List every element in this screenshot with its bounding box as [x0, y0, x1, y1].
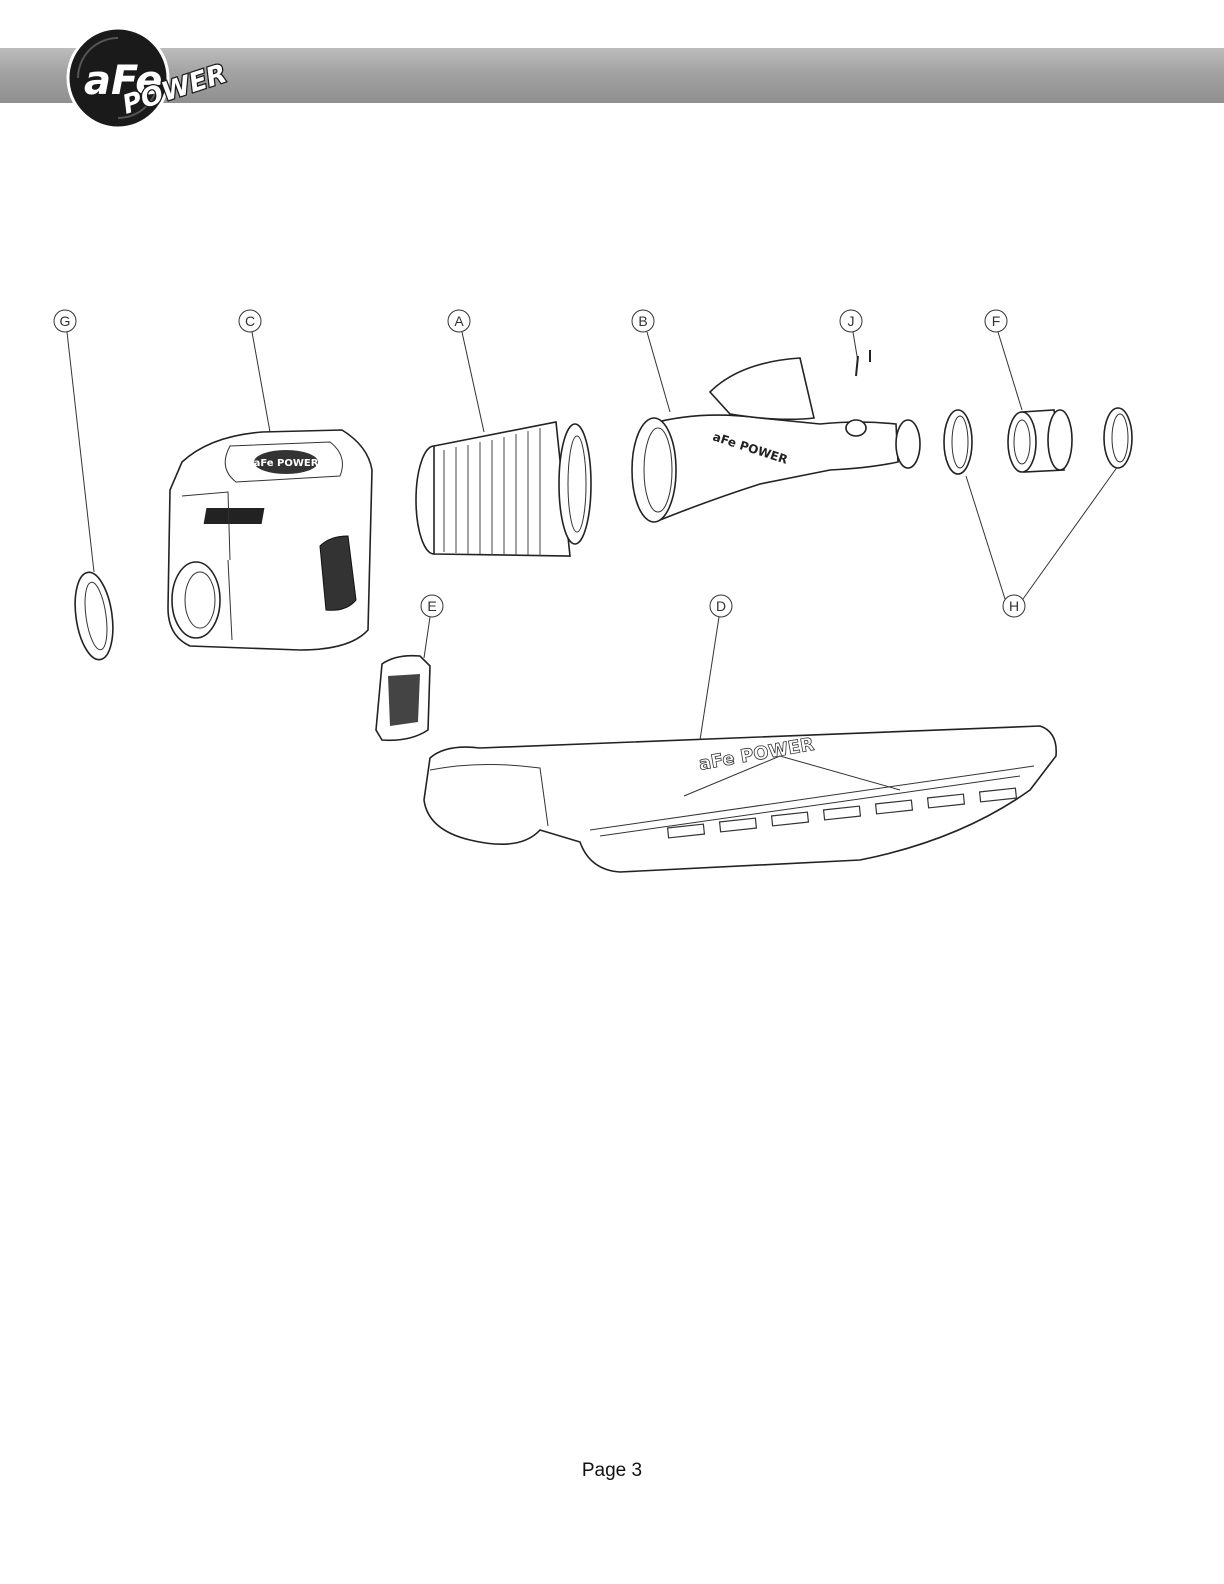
callout-B: B	[631, 309, 655, 333]
svg-text:D: D	[716, 598, 726, 614]
page-number: Page 3	[581, 1460, 643, 1481]
part-a-filter	[415, 421, 592, 557]
svg-text:aFe POWER: aFe POWER	[254, 458, 319, 469]
svg-text:aFe: aFe	[84, 58, 162, 104]
part-c-airbox: aFe POWER	[167, 429, 373, 651]
callout-E: E	[420, 594, 444, 618]
callout-G: G	[53, 309, 77, 333]
part-b-intake-tube: aFe POWER	[631, 357, 921, 523]
svg-text:C: C	[245, 313, 255, 329]
svg-text:J: J	[848, 313, 855, 329]
callout-D: D	[709, 594, 733, 618]
svg-text:H: H	[1009, 598, 1019, 614]
svg-text:G: G	[60, 313, 71, 329]
part-e-scoop	[375, 654, 431, 742]
part-f-coupler	[1007, 409, 1073, 473]
part-d-heat-shield: aFe POWER	[423, 725, 1057, 873]
callout-H: H	[1002, 594, 1026, 618]
svg-text:E: E	[427, 598, 436, 614]
part-h-clamp-left	[943, 409, 973, 475]
callout-C: C	[238, 309, 262, 333]
svg-text:A: A	[454, 313, 464, 329]
svg-text:B: B	[638, 313, 647, 329]
callout-A: A	[447, 309, 471, 333]
exploded-parts-diagram: G C A B J F E D H	[53, 309, 1133, 873]
callout-J: J	[839, 309, 863, 333]
part-j-screws	[855, 350, 871, 377]
part-h-clamp-right	[1103, 407, 1133, 469]
header-band	[0, 48, 1224, 103]
svg-text:F: F	[992, 313, 1001, 329]
part-g-coupler	[74, 571, 114, 661]
afe-power-logo: aFe POWER	[66, 26, 232, 130]
callout-F: F	[984, 309, 1008, 333]
